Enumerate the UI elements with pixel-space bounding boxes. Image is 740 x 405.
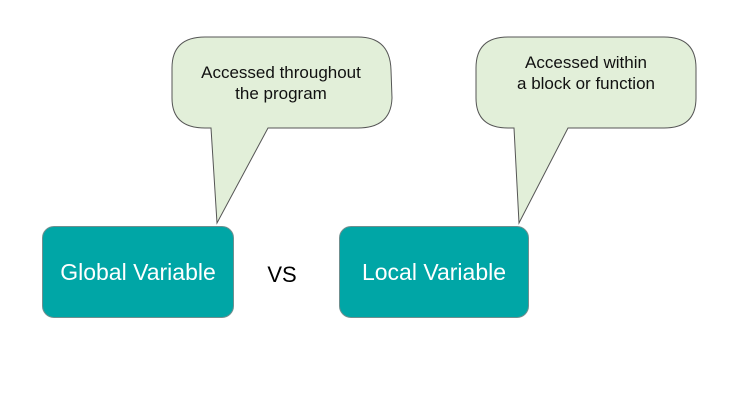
global-variable-box: Global Variable bbox=[42, 226, 234, 318]
callout-bubble-local bbox=[475, 36, 697, 225]
local-variable-box: Local Variable bbox=[339, 226, 529, 318]
callout-bubble-global bbox=[171, 36, 393, 225]
global-variable-label: Global Variable bbox=[60, 258, 216, 285]
callout-local-line1: Accessed within bbox=[525, 53, 647, 72]
vs-label: VS bbox=[267, 262, 297, 287]
local-variable-label: Local Variable bbox=[361, 258, 507, 285]
callout-global-text: Accessed throughout the program bbox=[176, 62, 386, 104]
callout-local-line2: a block or function bbox=[517, 74, 655, 93]
callout-global-line1: Accessed throughout bbox=[201, 63, 361, 82]
callout-global-line2: the program bbox=[235, 84, 327, 103]
callout-local-text: Accessed within a block or function bbox=[478, 52, 694, 94]
